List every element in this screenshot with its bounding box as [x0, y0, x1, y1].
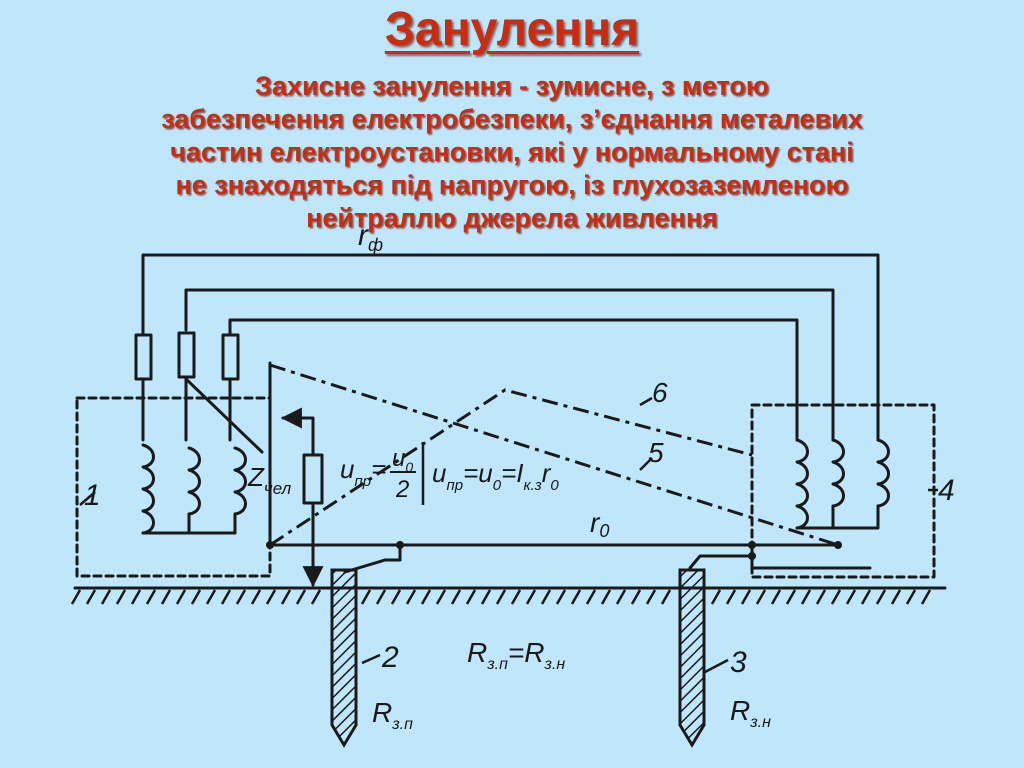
ground-electrode-right	[678, 568, 706, 748]
r-phase-label: rф	[358, 219, 383, 255]
ground-electrode-left	[330, 568, 358, 748]
r-ground-right-label: Rз.н	[730, 695, 771, 731]
label-5: 5	[648, 437, 664, 468]
fuse-b	[177, 331, 196, 379]
page-title: Занулення	[384, 3, 640, 56]
label-4: 4	[938, 474, 955, 507]
definition-line-2: забезпечення електробезпеки, з’єднання м…	[161, 104, 863, 134]
label-1: 1	[84, 479, 101, 512]
definition-line-5: нейтраллю джерела живлення	[306, 203, 718, 233]
svg-text:u0: u0	[392, 445, 413, 475]
potential-line-6	[269, 388, 753, 547]
potential-line-5	[269, 363, 839, 547]
label-6: 6	[652, 377, 668, 408]
load-winding-a	[795, 438, 809, 530]
source-winding-b	[187, 446, 201, 516]
load-winding-c	[876, 438, 890, 508]
touch-voltage-formula-left: uпр= u0 2	[340, 445, 416, 503]
ground-hatching	[70, 589, 932, 605]
r-zero-label: r0	[590, 507, 609, 541]
definition-line-1: Захисне занулення - зумисне, з метою	[255, 71, 769, 101]
source-winding-c	[233, 446, 247, 516]
resistance-equality: Rз.п=Rз.н	[467, 637, 565, 673]
definition-text: Захисне занулення - зумисне, з метою заб…	[0, 70, 1024, 235]
r-ground-left-label: Rз.п	[372, 697, 413, 733]
touch-voltage-formula-right: uпр=u0=Iк.зr0	[432, 458, 559, 494]
load-winding-b	[831, 438, 845, 508]
source-winding-a	[141, 443, 155, 535]
z-person-label: Zчел	[247, 462, 292, 498]
definition-line-3: частин електроустановки, які у нормально…	[170, 137, 854, 167]
phase-wire-b	[184, 288, 835, 442]
phase-wire-c	[228, 318, 799, 442]
label-2: 2	[381, 641, 399, 674]
svg-text:uпр=: uпр=	[340, 454, 386, 490]
svg-text:2: 2	[395, 476, 409, 503]
definition-line-4: не знаходяться під напругою, із глухозаз…	[175, 170, 849, 200]
fuse-c	[221, 333, 240, 381]
source-transformer-box	[75, 396, 272, 578]
fuse-a	[134, 333, 153, 381]
phase-wire-a	[141, 253, 880, 442]
label-3: 3	[730, 646, 747, 679]
person-impedance	[302, 453, 324, 505]
